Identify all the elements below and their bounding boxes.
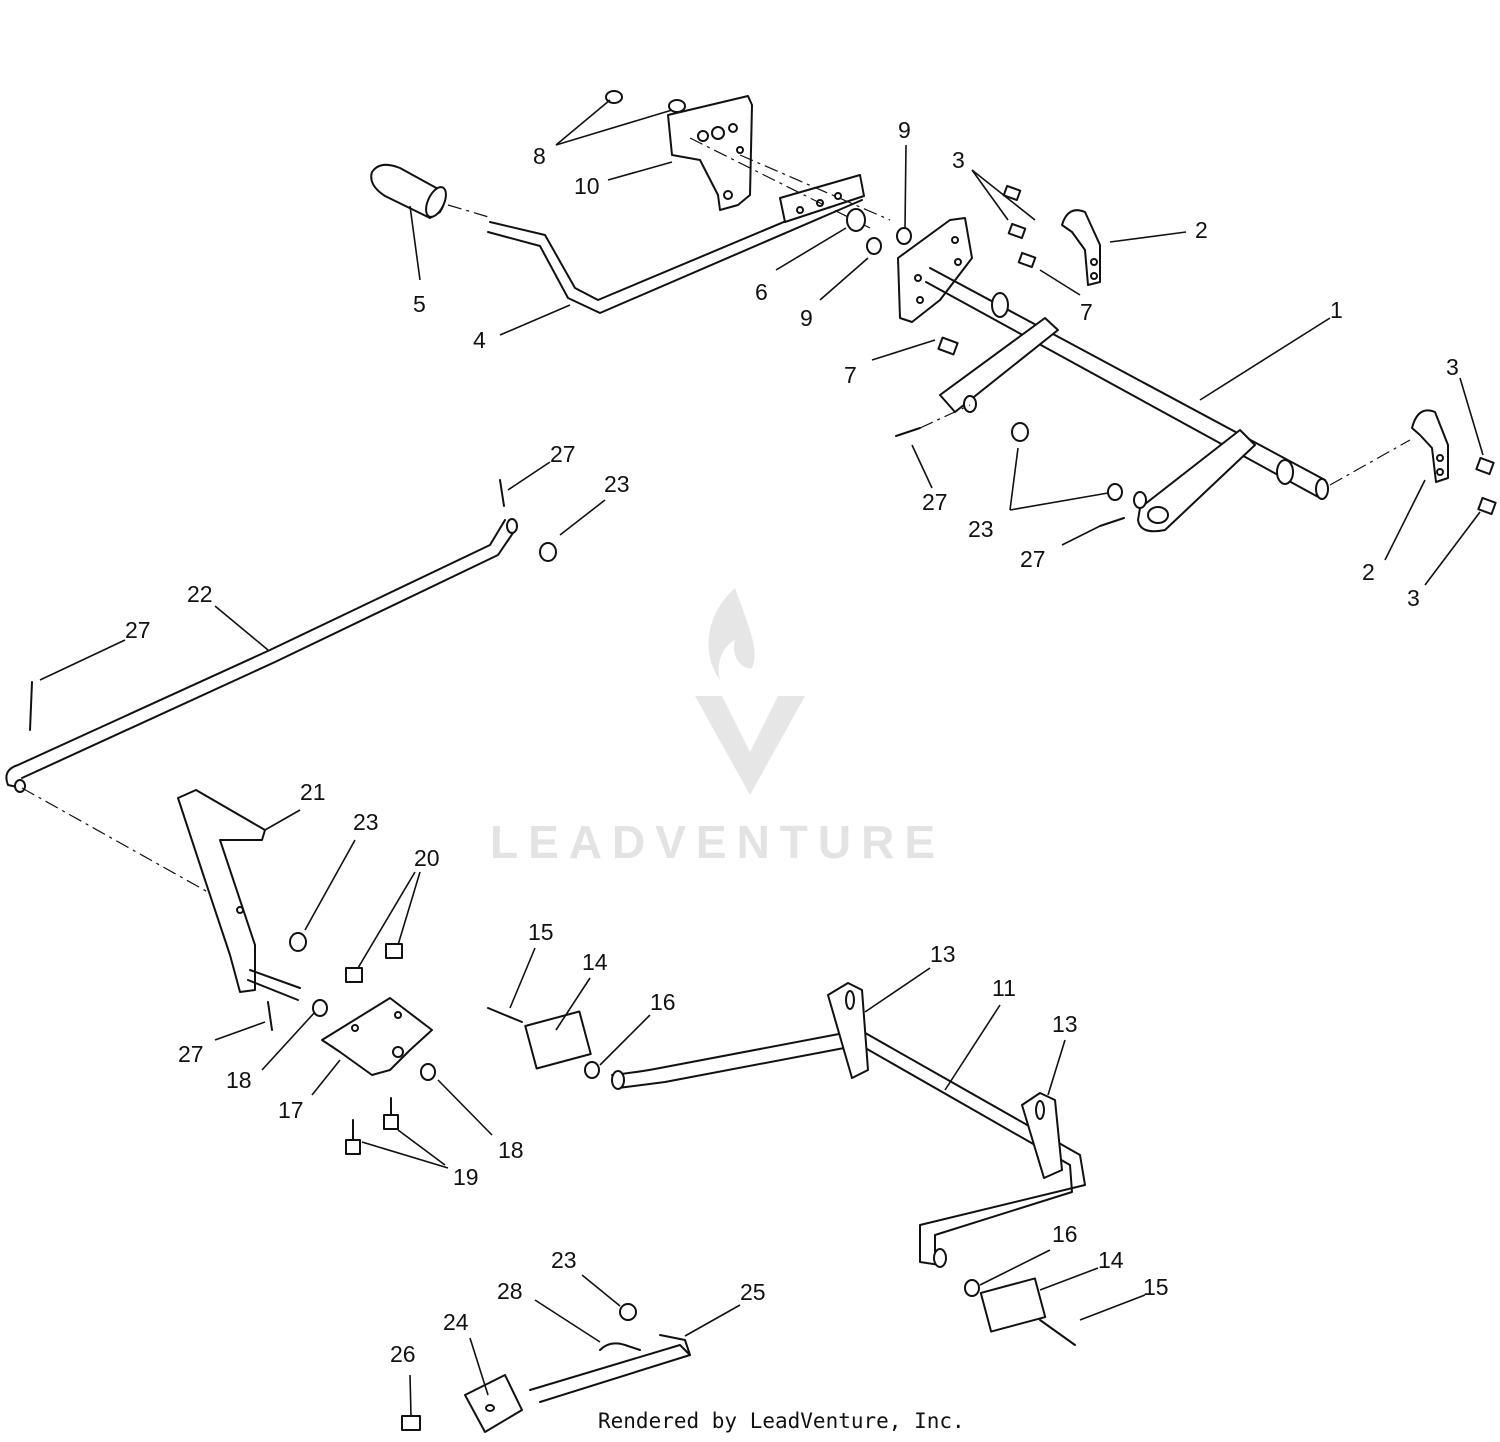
callout-6: 6 [755, 279, 768, 305]
part-21-pedal [177, 789, 301, 1001]
callout-22: 22 [187, 581, 213, 607]
part-16-nut-b [964, 1279, 980, 1297]
part-14-block-a [524, 1010, 592, 1070]
callout-15-left: 15 [528, 919, 554, 945]
callout-25: 25 [740, 1279, 766, 1305]
callout-20: 20 [414, 845, 440, 871]
callout-13-lower: 13 [1052, 1011, 1078, 1037]
part-27-pin-c [499, 479, 505, 507]
callout-9-upper: 9 [898, 117, 911, 143]
part-9-washer-lower [866, 237, 882, 255]
part-11-shaft [611, 1029, 1086, 1268]
callout-3-top: 3 [952, 147, 965, 173]
callout-21: 21 [300, 779, 326, 805]
watermark: LEADVENTURE [490, 588, 945, 868]
callout-4: 4 [473, 327, 486, 353]
part-23-washer-b [1107, 483, 1123, 501]
callout-18-right: 18 [498, 1137, 524, 1163]
part-23-washer-c [539, 542, 557, 562]
callout-1: 1 [1330, 297, 1343, 323]
callout-28: 28 [497, 1278, 523, 1304]
watermark-flame-icon [708, 588, 755, 680]
part-16-nut-a [584, 1061, 600, 1079]
part-22-lift-rod [5, 518, 518, 793]
part-8-nuts [605, 90, 686, 113]
callout-13-upper: 13 [930, 941, 956, 967]
callout-5: 5 [413, 291, 426, 317]
part-27-pin-b [1099, 517, 1125, 527]
callout-3-right-top: 3 [1446, 354, 1459, 380]
part-9-washer-upper [896, 227, 912, 245]
part-27-pin-e [267, 1001, 273, 1031]
callout-24: 24 [443, 1309, 469, 1335]
part-17-bracket-plate [321, 997, 433, 1076]
part-13-arm-a [827, 982, 869, 1079]
part-27-pin-d [29, 681, 33, 731]
callout-7-left: 7 [844, 362, 857, 388]
watermark-v-icon [695, 696, 805, 795]
part-2-hook-upper [1061, 209, 1101, 286]
part-28-clip [599, 1342, 641, 1351]
callout-17: 17 [278, 1097, 304, 1123]
part-18-bushing-b [420, 1063, 436, 1081]
part-2-hook-lower [1411, 409, 1449, 483]
callout-26: 26 [390, 1341, 416, 1367]
callout-10: 10 [574, 173, 600, 199]
part-5-grip [370, 163, 447, 219]
callout-11: 11 [992, 975, 1016, 1001]
callout-23-c: 23 [353, 809, 379, 835]
callout-23-a: 23 [968, 516, 994, 542]
part-7-bolts [937, 251, 1037, 356]
callout-27-c: 27 [550, 441, 576, 467]
callout-14-right: 14 [1098, 1247, 1124, 1273]
footer-credit: Rendered by LeadVenture, Inc. [598, 1409, 965, 1433]
part-13-arm-b [1021, 1092, 1063, 1179]
callout-16-left: 16 [650, 989, 676, 1015]
callout-27-b: 27 [1020, 546, 1046, 572]
callout-8: 8 [533, 143, 546, 169]
part-20-nuts [345, 943, 403, 983]
callout-18-left: 18 [226, 1067, 252, 1093]
callouts: 8 10 5 4 6 9 9 3 2 7 7 1 3 2 3 27 23 27 … [125, 117, 1459, 1367]
part-3-bolts [1002, 184, 1497, 516]
part-19-bolts [345, 1097, 399, 1155]
part-18-bushing-a [312, 999, 328, 1017]
part-6-bushing [846, 208, 866, 232]
part-27-pin-a [895, 427, 921, 437]
part-15-bolt-b [1039, 1319, 1076, 1346]
callout-3-right-bottom: 3 [1407, 585, 1420, 611]
callout-2-upper: 2 [1195, 217, 1208, 243]
parts [5, 90, 1497, 1433]
part-26-nut [401, 1415, 421, 1431]
callout-23-d: 23 [551, 1247, 577, 1273]
part-24-pivot [464, 1374, 523, 1433]
part-14-block-b [979, 1277, 1047, 1333]
callout-14-left: 14 [582, 949, 608, 975]
callout-16-right: 16 [1052, 1221, 1078, 1247]
callout-15-right: 15 [1143, 1274, 1169, 1300]
part-10-bracket [667, 95, 753, 211]
callout-27-e: 27 [178, 1041, 204, 1067]
part-23-washer-d [289, 932, 307, 952]
callout-23-b: 23 [604, 471, 630, 497]
callout-7-right: 7 [1080, 299, 1093, 325]
part-23-washer-a [1011, 422, 1029, 442]
part-23-washer-e [619, 1303, 637, 1321]
part-25-rod [529, 1334, 691, 1403]
callout-9-lower: 9 [800, 305, 813, 331]
part-4-lift-handle [487, 174, 865, 314]
callout-27-a: 27 [922, 489, 948, 515]
leader-lines [39, 99, 1484, 1417]
part-15-bolt-a [487, 1007, 523, 1023]
part-1-lift-shaft [897, 217, 1329, 533]
watermark-brand-text: LEADVENTURE [490, 816, 945, 868]
callout-19: 19 [453, 1164, 479, 1190]
callout-27-d: 27 [125, 617, 151, 643]
callout-2-lower: 2 [1362, 559, 1375, 585]
